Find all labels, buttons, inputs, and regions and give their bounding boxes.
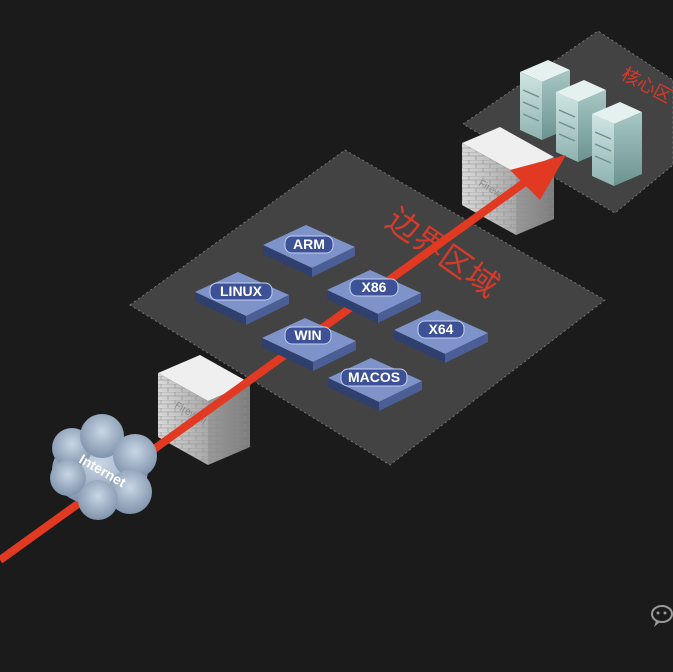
server-linux-label: LINUX	[220, 283, 263, 299]
server-tower-3	[592, 102, 642, 186]
internet-cloud: Internet	[50, 414, 157, 520]
wechat-icon	[652, 606, 672, 627]
server-win-label: WIN	[294, 327, 321, 343]
server-macos-label: MACOS	[348, 369, 400, 385]
server-x86-label: X86	[362, 279, 387, 295]
server-arm-label: ARM	[293, 236, 325, 252]
server-x64-label: X64	[429, 321, 454, 337]
